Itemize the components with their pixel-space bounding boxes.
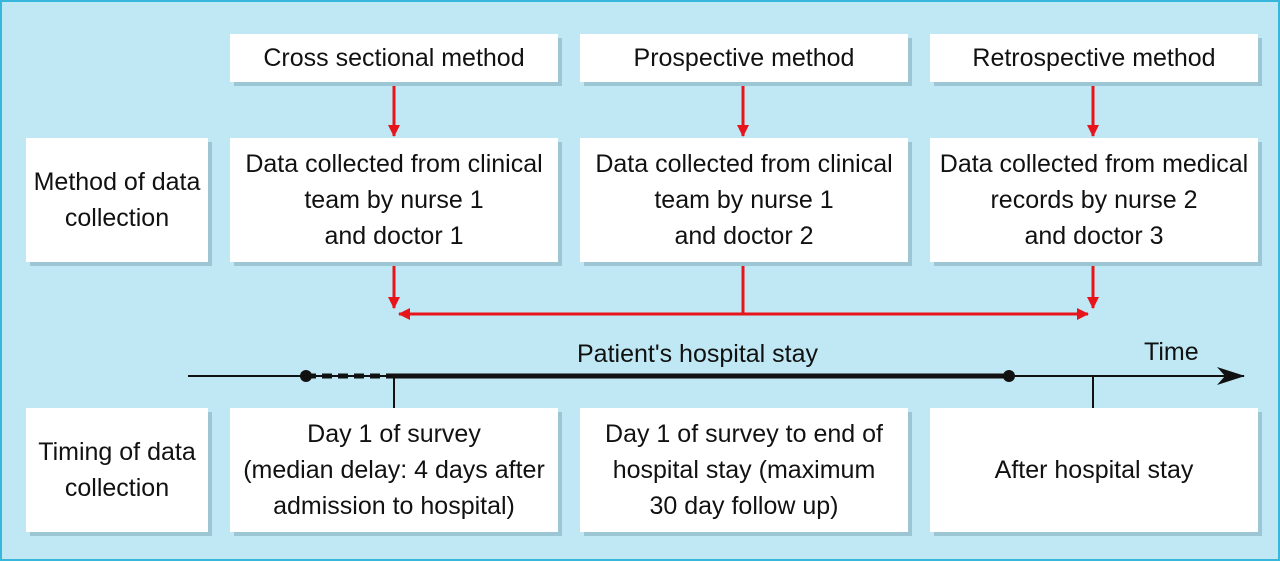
- prospective-timing-text: Day 1 of survey to end of hospital stay …: [605, 420, 883, 520]
- cross-sectional-method-box: Cross sectional method: [230, 34, 558, 82]
- retrospective-collection-text: Data collected from medical records by n…: [939, 150, 1249, 250]
- prospective-method-title: Prospective method: [633, 44, 855, 72]
- prospective-timing-box: Day 1 of survey to end of hospital stay …: [580, 408, 908, 532]
- prospective-collection-text: Data collected from clinical team by nur…: [595, 150, 893, 250]
- timing-row-label-box: Timing of data collection: [26, 408, 208, 532]
- time-axis-label: Time: [1144, 338, 1199, 366]
- timing-row-label: Timing of data collection: [38, 438, 196, 502]
- retrospective-method-title: Retrospective method: [972, 44, 1216, 72]
- retrospective-collection-box: Data collected from medical records by n…: [930, 138, 1258, 262]
- cross-sectional-collection-box: Data collected from clinical team by nur…: [230, 138, 558, 262]
- cross-sectional-timing-box: Day 1 of survey (median delay: 4 days af…: [230, 408, 558, 532]
- collection-row-label-box: Method of data collection: [26, 138, 208, 262]
- discharge-dot: [1003, 370, 1015, 382]
- collection-row-label: Method of data collection: [33, 168, 201, 232]
- cross-sectional-method-title: Cross sectional method: [263, 44, 525, 72]
- prospective-collection-box: Data collected from clinical team by nur…: [580, 138, 908, 262]
- cross-sectional-collection-text: Data collected from clinical team by nur…: [245, 150, 543, 250]
- retrospective-timing-text: After hospital stay: [994, 456, 1194, 484]
- prospective-method-box: Prospective method: [580, 34, 908, 82]
- hospital-stay-label: Patient's hospital stay: [577, 340, 819, 368]
- retrospective-timing-box: After hospital stay: [930, 408, 1258, 532]
- admission-dot: [300, 370, 312, 382]
- retrospective-method-box: Retrospective method: [930, 34, 1258, 82]
- cross-sectional-timing-text: Day 1 of survey (median delay: 4 days af…: [243, 420, 545, 520]
